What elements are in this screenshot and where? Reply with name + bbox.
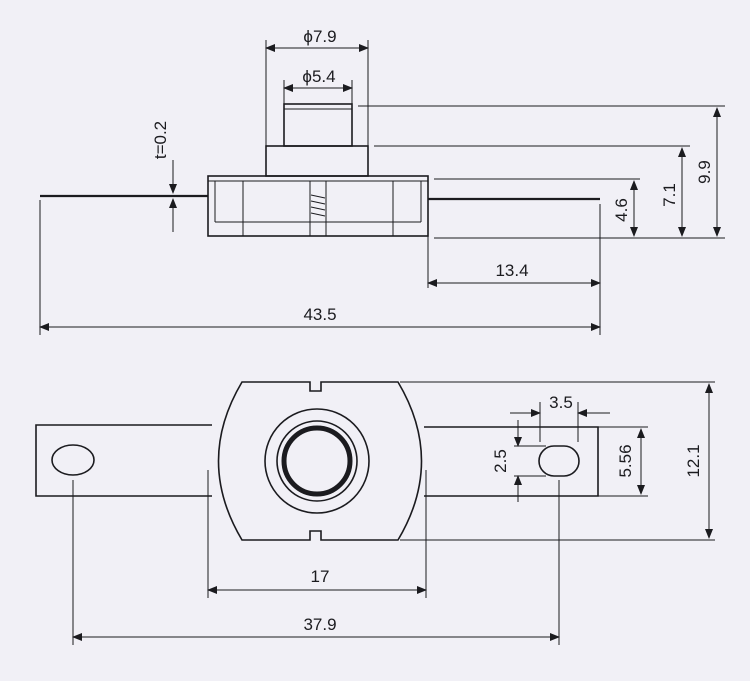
dim-thickness: t=0.2 [151, 121, 170, 159]
dim-3-5: 3.5 [549, 393, 573, 412]
housing-body [207, 175, 429, 237]
side-view: ϕ7.9 ϕ5.4 t=0.2 9.9 7.1 4.6 13.4 43.5 [39, 27, 725, 335]
middle-ring [276, 420, 358, 502]
left-mounting-tab [35, 424, 212, 497]
housing-flange [217, 381, 423, 541]
dim-37-9: 37.9 [303, 615, 336, 634]
dim-43-5: 43.5 [303, 305, 336, 324]
right-slot-hole [538, 445, 580, 477]
outer-ring [264, 408, 370, 514]
spring [310, 194, 326, 217]
dim-4-6: 4.6 [612, 198, 631, 222]
button-ring [281, 425, 353, 497]
dim-13-4: 13.4 [495, 261, 528, 280]
dim-9-9: 9.9 [695, 160, 714, 184]
dim-2-5: 2.5 [491, 449, 510, 473]
dim-phi-5-4: ϕ5.4 [302, 67, 335, 86]
collar [265, 145, 369, 177]
dim-12-1: 12.1 [684, 444, 703, 477]
right-mounting-tab [424, 426, 599, 497]
dim-5-56: 5.56 [616, 444, 635, 477]
push-button [283, 103, 353, 147]
top-view: 3.5 2.5 5.56 12.1 17 37.9 [35, 381, 715, 645]
dim-17: 17 [311, 567, 330, 586]
left-slot-hole [51, 444, 95, 476]
dim-7-1: 7.1 [660, 183, 679, 207]
dim-phi-7-9: ϕ7.9 [303, 27, 336, 46]
